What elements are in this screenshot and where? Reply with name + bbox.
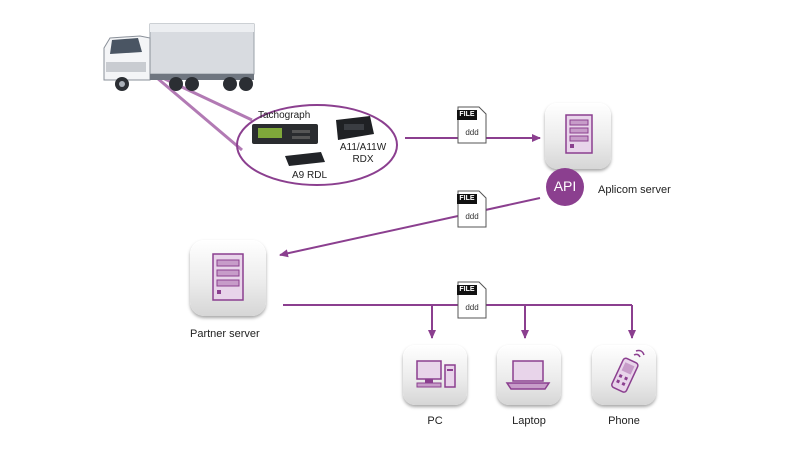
phone-icon bbox=[611, 349, 645, 393]
a9-label: A9 RDL bbox=[292, 170, 328, 181]
phone-tile bbox=[592, 345, 656, 405]
file-icon-2: FILE ddd bbox=[457, 190, 487, 228]
file-tag-3: FILE bbox=[457, 285, 477, 295]
device-group-ellipse bbox=[236, 104, 398, 186]
api-badge: API bbox=[546, 168, 584, 206]
file-tag-2: FILE bbox=[457, 194, 477, 204]
file-ext-1: ddd bbox=[465, 128, 479, 137]
laptop-icon bbox=[505, 360, 551, 390]
laptop-tile bbox=[497, 345, 561, 405]
file-icon-3: FILE ddd bbox=[457, 281, 487, 319]
partner-server-label: Partner server bbox=[190, 328, 260, 340]
file-tag-1: FILE bbox=[457, 110, 477, 120]
truck-link-line-2 bbox=[149, 70, 243, 152]
a11-label: A11/A11W bbox=[339, 142, 387, 153]
client-label-phone: Phone bbox=[608, 415, 640, 427]
tachograph-label: Tachograph bbox=[258, 110, 311, 121]
pc-icon bbox=[416, 360, 456, 388]
arrow-aplicom-to-partner bbox=[279, 197, 541, 258]
a11-device-icon bbox=[336, 116, 374, 140]
client-label-pc: PC bbox=[427, 415, 443, 427]
server-icon bbox=[212, 253, 244, 301]
partner-server-tile bbox=[190, 240, 266, 316]
file-ext-2: ddd bbox=[465, 212, 479, 221]
aplicom-server-tile bbox=[545, 103, 611, 169]
tachograph-device-icon bbox=[252, 124, 318, 144]
rdx-label: RDX bbox=[352, 154, 374, 165]
file-icon-1: FILE ddd bbox=[457, 106, 487, 144]
pc-tile bbox=[403, 345, 467, 405]
client-label-laptop: Laptop bbox=[512, 415, 546, 427]
server-icon bbox=[565, 114, 593, 154]
aplicom-server-label: Aplicom server bbox=[598, 184, 671, 196]
api-badge-label: API bbox=[553, 178, 577, 194]
a9-device-icon bbox=[285, 152, 325, 166]
file-ext-3: ddd bbox=[465, 303, 479, 312]
truck-icon bbox=[103, 23, 255, 91]
